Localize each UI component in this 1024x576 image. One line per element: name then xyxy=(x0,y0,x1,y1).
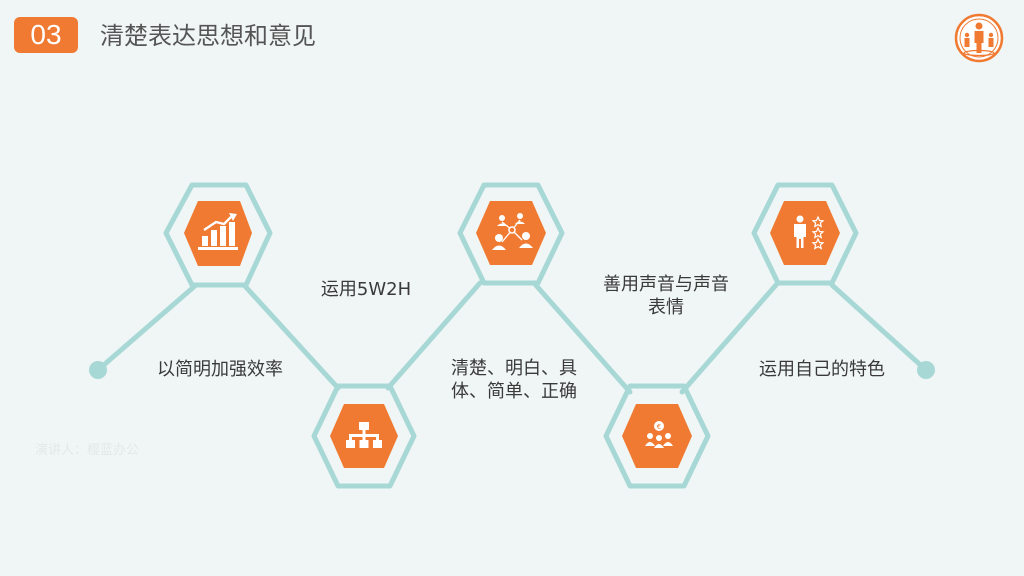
team-money-icon: € xyxy=(645,421,673,448)
speaker-credit: 演讲人：樱蓝办公 xyxy=(35,443,140,458)
step-label-2: 运用5W2H xyxy=(320,279,412,300)
hex-frame-2 xyxy=(311,383,417,489)
svg-text:€: € xyxy=(657,423,661,431)
hex-frame-3 xyxy=(457,182,565,286)
end-dot xyxy=(917,361,935,379)
step-label-1: 以简明加强效率 xyxy=(157,359,283,380)
page-title: 清楚表达思想和意见 xyxy=(100,22,316,50)
step-label-4: 善用声音与声音 表情 xyxy=(603,274,729,318)
people-network-icon xyxy=(492,213,533,250)
person-stars-icon xyxy=(794,215,825,250)
bar-chart-growth-icon xyxy=(198,213,238,250)
hex-frame-4 xyxy=(603,383,711,489)
section-number-badge: 03 xyxy=(14,17,78,53)
connector-path xyxy=(95,280,929,395)
start-dot xyxy=(89,361,107,379)
hex-frame-1 xyxy=(163,182,273,288)
step-label-5: 运用自己的特色 xyxy=(759,359,885,380)
step-label-3: 清楚、明白、具 体、简单、正确 xyxy=(451,358,577,402)
org-chart-icon xyxy=(346,422,382,448)
presenter-logo-icon xyxy=(954,13,1004,63)
hex-frame-5 xyxy=(751,182,859,286)
